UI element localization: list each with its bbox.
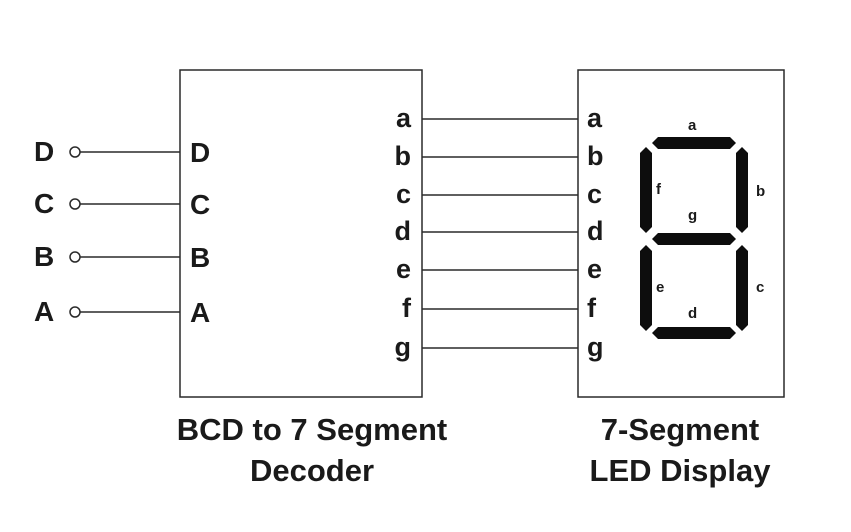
decoder-caption-line1: BCD to 7 Segment: [177, 412, 447, 447]
segment-label-b: b: [756, 183, 765, 200]
decoder-pin-d: D: [190, 137, 210, 168]
segment-a: [652, 137, 736, 149]
input-terminal-d: [69, 146, 81, 158]
segment-g: [652, 233, 736, 245]
decoder-out-g: g: [395, 332, 412, 362]
display-caption-line2: LED Display: [590, 453, 772, 488]
segment-label-a: a: [688, 117, 697, 134]
decoder-box: [179, 69, 423, 398]
display-block: a b c d e f g a b c d e f g 7-Segment LE…: [577, 69, 785, 488]
decoder-pin-c: C: [190, 189, 210, 220]
display-pin-c: c: [587, 179, 602, 209]
decoder-out-d: d: [395, 216, 412, 246]
segment-label-c: c: [756, 279, 764, 296]
decoder-out-e: e: [396, 254, 411, 284]
display-pin-f: f: [587, 293, 597, 323]
input-terminal-a: [69, 306, 81, 318]
input-terminal-c: [69, 198, 81, 210]
segment-c: [736, 245, 748, 331]
segment-e: [640, 245, 652, 331]
decoder-pin-b: B: [190, 242, 210, 273]
display-pin-a: a: [587, 103, 603, 133]
input-label-d: D: [34, 136, 54, 167]
segment-b: [736, 147, 748, 233]
segment-label-e: e: [656, 279, 664, 296]
display-pin-g: g: [587, 332, 604, 362]
decoder-out-c: c: [396, 179, 411, 209]
segment-f: [640, 147, 652, 233]
display-pin-e: e: [587, 254, 602, 284]
segment-d: [652, 327, 736, 339]
display-pin-d: d: [587, 216, 604, 246]
segment-wires: [422, 118, 578, 349]
input-terminal-b: [69, 251, 81, 263]
segment-label-g: g: [688, 207, 697, 224]
seven-segment-digit: a b c d e f g: [640, 117, 765, 339]
display-caption-line1: 7-Segment: [601, 412, 759, 447]
decoder-out-f: f: [402, 293, 412, 323]
input-label-b: B: [34, 241, 54, 272]
input-lines: D C B A: [34, 136, 180, 327]
decoder-caption-line2: Decoder: [250, 453, 374, 488]
decoder-out-b: b: [395, 141, 412, 171]
decoder-block: D C B A a b c d e f g BCD to 7 Segment D…: [177, 69, 447, 488]
segment-label-f: f: [656, 181, 662, 198]
decoder-pin-a: A: [190, 297, 210, 328]
input-label-c: C: [34, 188, 54, 219]
input-label-a: A: [34, 296, 54, 327]
segment-label-d: d: [688, 305, 697, 322]
decoder-out-a: a: [396, 103, 412, 133]
display-pin-b: b: [587, 141, 604, 171]
